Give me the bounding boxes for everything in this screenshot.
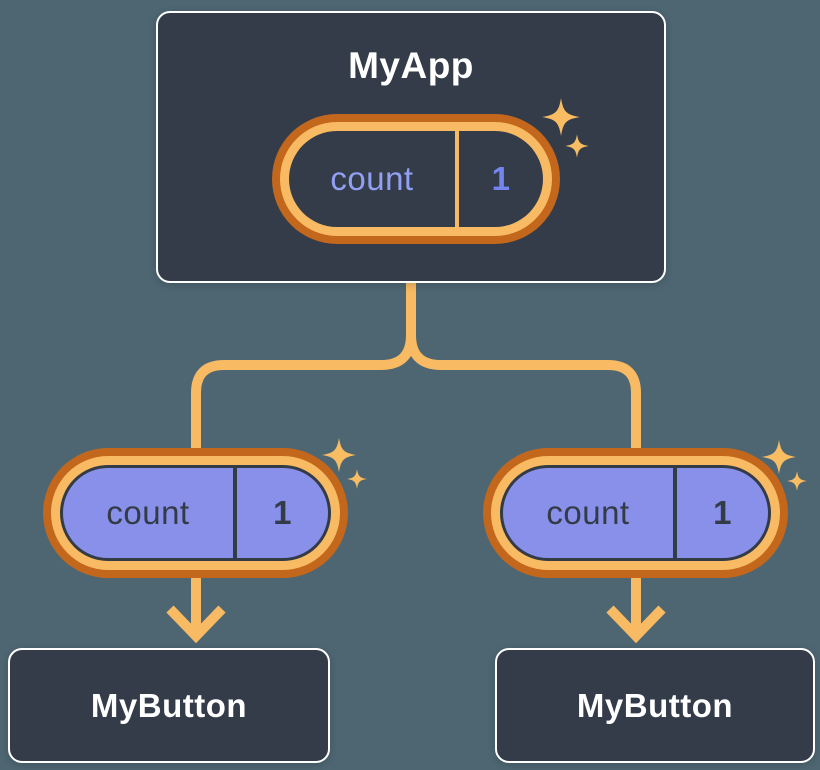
state-pill-ring: count 1 (491, 456, 780, 570)
state-pill-core: count 1 (289, 131, 543, 227)
state-pill-divider (233, 468, 237, 558)
state-pill-ring: count 1 (51, 456, 340, 570)
state-pill-divider (673, 468, 677, 558)
state-value-label: 1 (491, 160, 511, 197)
branch-right-line (406, 282, 641, 470)
state-pill-left: count 1 (43, 448, 348, 578)
component-title: MyButton (576, 686, 734, 724)
state-pill-root: count 1 (272, 114, 560, 244)
sparkle-icon (347, 469, 367, 489)
component-title: MyButton (90, 686, 248, 724)
component-node-mybutton-right: MyButton (495, 648, 815, 763)
state-pill-divider (455, 131, 459, 227)
state-value-label: 1 (273, 494, 292, 531)
branch-left-line (191, 282, 416, 470)
state-pill-core: count 1 (60, 465, 331, 561)
sparkle-icon (787, 471, 807, 491)
state-pill-core: count 1 (500, 465, 771, 561)
state-name-label: count (330, 160, 414, 197)
state-name-label: count (546, 494, 630, 531)
arrow-left-head-icon (166, 605, 226, 644)
component-node-mybutton-left: MyButton (8, 648, 330, 763)
state-pill-ring: count 1 (280, 122, 552, 236)
arrow-right-head-icon (606, 605, 666, 644)
state-value-label: 1 (713, 494, 732, 531)
state-pill-right: count 1 (483, 448, 788, 578)
component-title: MyApp (348, 45, 474, 86)
state-name-label: count (106, 494, 190, 531)
component-node-myapp: MyApp count 1 (156, 11, 666, 283)
